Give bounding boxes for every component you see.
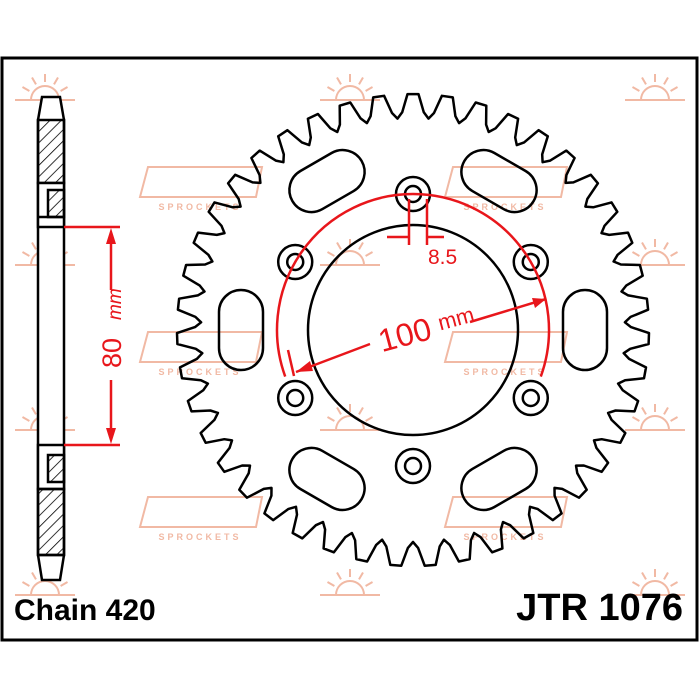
watermark-layer: SPROCKETS SPROCKETS SPROCKETS SPROCKETS SPRO… <box>15 74 685 596</box>
lightening-slot <box>561 288 609 372</box>
watermark-sun-icon <box>15 74 75 101</box>
watermark-sun-icon <box>625 239 685 266</box>
lightening-slot <box>460 446 538 512</box>
hub-width-unit: mm <box>105 288 126 320</box>
lightening-slot <box>288 446 366 512</box>
svg-text:SPROCKETS: SPROCKETS <box>158 532 241 542</box>
svg-text:SPROCKETS: SPROCKETS <box>158 202 241 212</box>
bolt-circle-unit: mm <box>435 302 477 336</box>
bolt-hole-dimension <box>387 199 444 245</box>
watermark-logo: SPROCKETS <box>443 166 569 212</box>
watermark-logo: SPROCKETS <box>443 496 569 542</box>
watermark-sun-icon <box>320 239 380 266</box>
svg-text:SPROCKETS: SPROCKETS <box>463 367 546 377</box>
watermark-sun-icon <box>320 404 380 431</box>
svg-text:SPROCKETS: SPROCKETS <box>463 202 546 212</box>
watermark-logo: SPROCKETS <box>138 166 264 212</box>
watermark-sun-icon <box>320 74 380 101</box>
bolt-hole <box>521 252 541 272</box>
bolt-hole <box>285 388 305 408</box>
lightening-slot <box>460 148 538 214</box>
drawing-frame <box>0 56 699 642</box>
bolt-hole <box>403 456 423 476</box>
sprocket-teeth-outline <box>175 92 651 567</box>
bolt-hole-boss <box>512 379 550 417</box>
bolt-circle-dimension <box>275 192 551 377</box>
bolt-hole-boss <box>276 243 314 281</box>
bolt-hole-boss <box>512 243 550 281</box>
center-bore <box>306 223 520 437</box>
bolt-hole <box>285 252 305 272</box>
watermark-logo: SPROCKETS <box>138 496 264 542</box>
watermark-sun-icon <box>625 404 685 431</box>
watermark-sun-icon <box>320 569 380 596</box>
bolt-hole-boss <box>394 447 432 485</box>
bolt-hole <box>521 388 541 408</box>
bolt-hole-boss <box>276 379 314 417</box>
svg-text:SPROCKETS: SPROCKETS <box>158 367 241 377</box>
side-profile <box>36 95 66 582</box>
watermark-logo: SPROCKETS <box>443 331 569 377</box>
svg-text:SPROCKETS: SPROCKETS <box>463 532 546 542</box>
watermark-sun-icon <box>625 74 685 101</box>
part-number-label: JTR 1076 <box>516 587 683 629</box>
lightening-slot <box>217 288 265 372</box>
chain-size-label: Chain 420 <box>14 594 156 627</box>
hub-width-dimension <box>64 225 120 447</box>
bolt-circle-value: 100 <box>374 310 435 359</box>
watermark-sun-icon <box>625 569 685 596</box>
bolt-hole-value: 8.5 <box>428 246 457 269</box>
hub-width-value: 80 <box>97 338 127 368</box>
lightening-slot <box>288 148 366 214</box>
